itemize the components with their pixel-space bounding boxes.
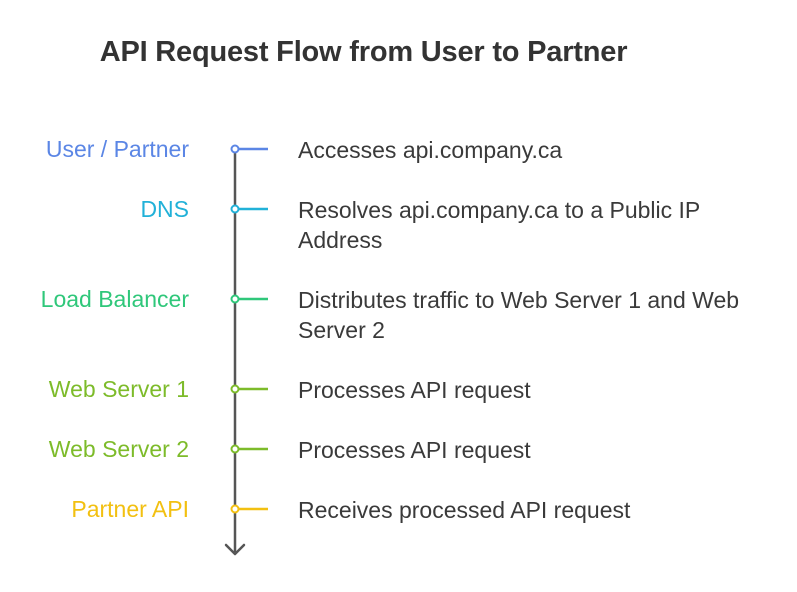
step-desc-load-balancer: Distributes traffic to Web Server 1 and … bbox=[298, 287, 740, 343]
step-desc-web-server-1: Processes API request bbox=[298, 377, 531, 403]
step-label-load-balancer: Load Balancer bbox=[40, 286, 189, 312]
step-desc-partner-api: Receives processed API request bbox=[298, 497, 631, 523]
step-label-user-partner: User / Partner bbox=[45, 136, 189, 162]
step-label-web-server-1: Web Server 1 bbox=[48, 376, 189, 402]
timeline-node bbox=[230, 144, 240, 154]
connectors bbox=[230, 144, 268, 514]
step-desc-dns: Resolves api.company.ca to a Public IP A… bbox=[298, 197, 700, 253]
step-label-partner-api: Partner API bbox=[71, 496, 189, 522]
timeline-node bbox=[230, 444, 240, 454]
timeline-arrowhead bbox=[224, 543, 246, 556]
step-desc-user-partner: Accesses api.company.ca bbox=[298, 137, 563, 163]
step-label-web-server-2: Web Server 2 bbox=[48, 436, 189, 462]
diagram-title: API Request Flow from User to Partner bbox=[99, 36, 628, 68]
timeline-node bbox=[230, 384, 240, 394]
timeline-node bbox=[230, 294, 240, 304]
step-label-dns: DNS bbox=[140, 196, 189, 222]
step-desc-web-server-2: Processes API request bbox=[298, 437, 531, 463]
timeline-node bbox=[230, 504, 240, 514]
timeline-node bbox=[230, 204, 240, 214]
